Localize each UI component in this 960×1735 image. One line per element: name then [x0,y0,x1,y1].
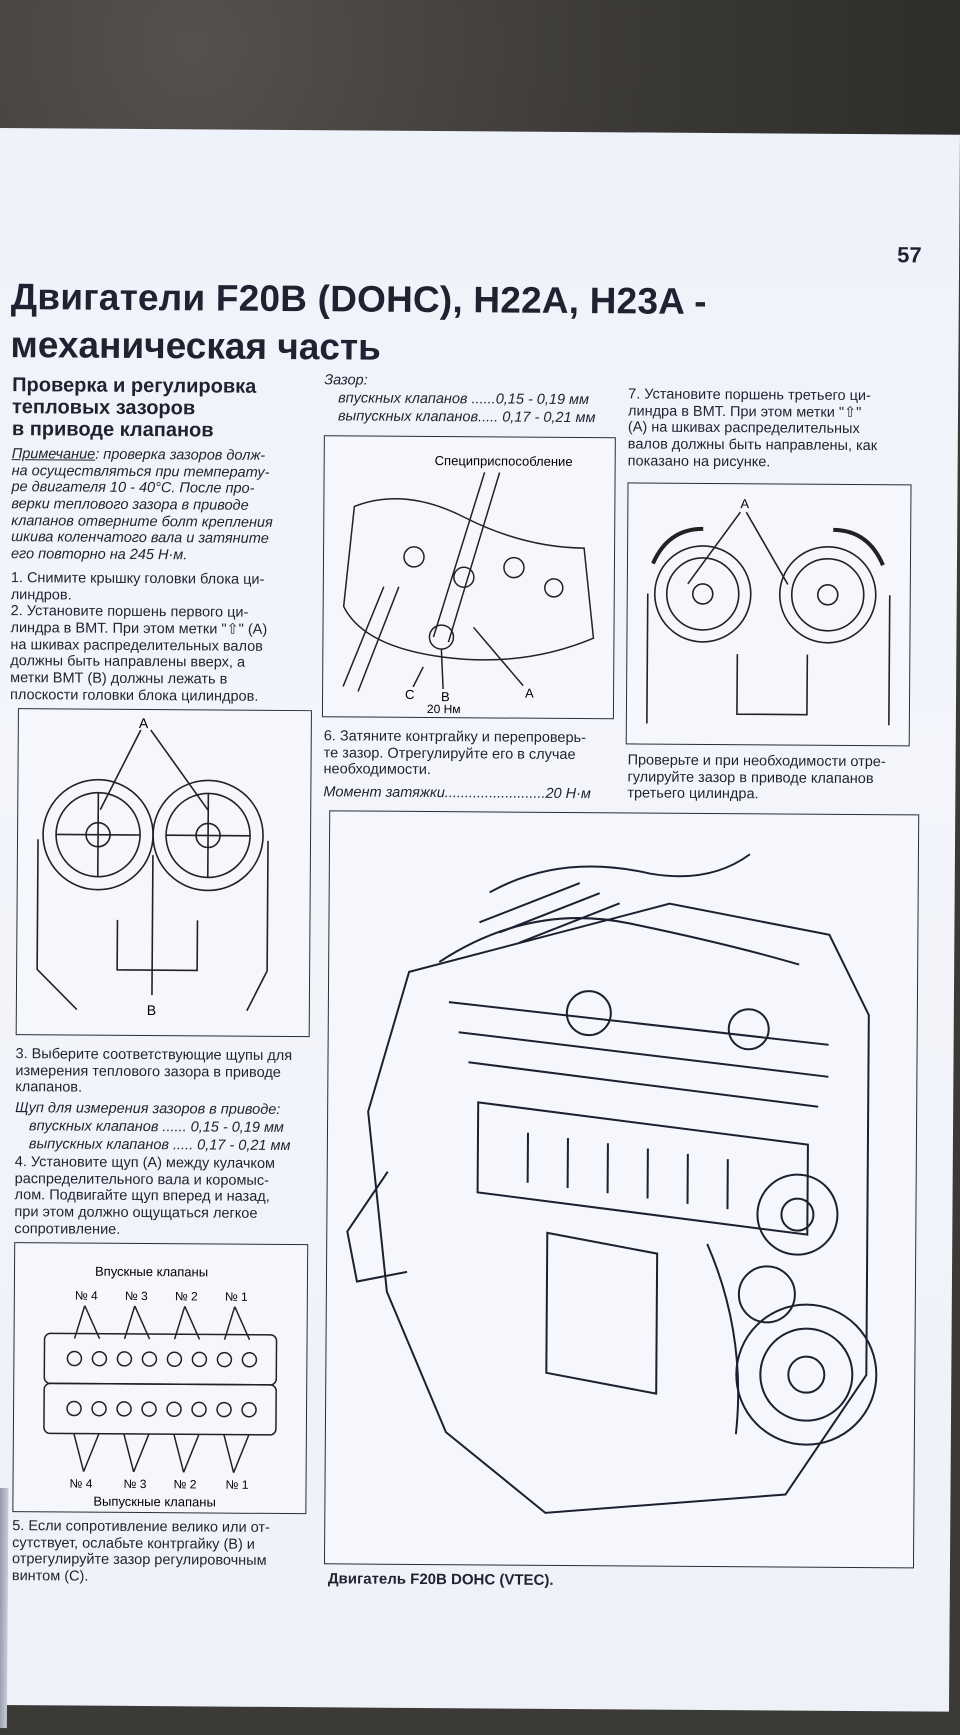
figure-valve-layout: Впускные клапаны № 4 № 3 № 2 № 1 № 4 № 3… [12,1242,309,1515]
intake-valves-label: Впускные клапаны [95,1264,208,1280]
manual-page: 57 Двигатели F20B (DOHC), H22A, H23A - м… [0,128,960,1729]
step-line: должны быть направлены вверх, а [10,653,246,672]
check-line: Проверьте и при необходимости отре- [627,752,886,771]
figure-cam-pulleys-tdc: A B [15,708,312,1038]
tool-label: Специприспособление [435,453,573,469]
step-line: 5. Если сопротивление велико или от- [12,1518,270,1536]
step-line: необходимости. [323,761,431,779]
fig2-label-c: C [405,687,414,702]
step-line: 6. Затяните контргайку и перепроверь- [323,728,587,747]
step-line: клапанов. [15,1079,83,1096]
note-line: на осуществляться при температу- [11,462,270,481]
note-line: : проверка зазоров долж- [95,446,266,464]
cam-pulleys-drawing: A B [36,715,269,1018]
feeler-intake: впускных клапанов ...... 0,15 - 0,19 мм [28,1118,284,1137]
fig3-label-a: A [740,496,749,511]
step-line: лом. Подвигайте щуп вперед и назад, [14,1187,270,1206]
valve-no-3-top: № 3 [125,1289,148,1303]
step-line: валов должны быть направлены, как [627,436,878,455]
clearance-heading: Зазор: [324,372,368,389]
valve-no-4-bottom: № 4 [69,1477,92,1491]
background-asphalt [0,0,960,150]
step-line: отрегулируйте зазор регулировочным [11,1551,267,1570]
step-line: линдра в ВМТ. При этом метки "⇧" (А) [10,620,268,638]
note-line: шкива коленчатого вала и затяните [11,529,269,548]
valve-no-3-bottom: № 3 [123,1477,146,1491]
torque-spec: Момент затяжки.........................2… [323,784,591,803]
valve-layout-drawing: Впускные клапаны № 4 № 3 № 2 № 1 № 4 № 3… [43,1264,278,1510]
check-cylinder-3: Проверьте и при необходимости отре- гули… [627,752,927,804]
step-line: измерения теплового зазора в приводе [15,1062,281,1081]
step-line: те зазор. Отрегулируйте его в случае [323,744,576,763]
fig1-label-b: B [147,1002,156,1018]
feeler-heading: Щуп для измерения зазоров в приводе: [15,1100,281,1118]
step-line: линдров. [10,586,72,604]
check-line: третьего цилиндра. [627,785,759,803]
step-5: 5. Если сопротивление велико или от- сут… [12,1518,304,1587]
step-line: показано на рисунке. [627,453,771,471]
adjustment-tool-drawing: Специприспособление C B A 20 Нм [342,453,595,716]
step-line: винтом (С). [11,1568,89,1585]
step-line: на шкивах распределительных валов [10,636,263,655]
section-heading-2: тепловых зазоров [11,396,196,420]
check-line: гулируйте зазор в приводе клапанов [627,769,874,787]
binder-edge [0,1487,9,1729]
step-line: плоскости головки блока цилиндров. [9,686,259,705]
figure-engine-f20b [323,810,920,1569]
page-title-line1: Двигатели F20B (DOHC), H22A, H23A - [10,276,707,322]
step-line: 1. Снимите крышку головки блока ци- [10,570,265,588]
note-block: Примечание: проверка зазоров долж- на ос… [11,446,312,565]
engine-caption: Двигатель F20B DOHC (VTEC). [327,1570,554,1589]
page-number: 57 [897,242,922,268]
cam-pulleys-cyl3-drawing: A [646,496,891,726]
note-line: верки теплового зазора в приводе [11,496,249,514]
step-3: 3. Выберите соответствующие щупы для изм… [15,1046,307,1098]
step-line: линдра в ВМТ. При этом метки "⇧" [627,403,862,421]
page-title-line2: механическая часть [10,324,381,368]
figure-adjustment-tool: Специприспособление C B A 20 Нм [321,435,616,720]
valve-no-1-bottom: № 1 [225,1478,248,1492]
steps-1-2: 1. Снимите крышку головки блока ци- линд… [10,570,311,705]
clearance-intake: впускных клапанов ......0,15 - 0,19 мм [338,390,590,409]
step-line: распределительного вала и коромыс- [14,1170,270,1189]
step-line: 2. Установите поршень первого ци- [10,603,249,622]
note-line: клапанов отверните болт крепления [11,512,273,531]
section-heading-1: Проверка и регулировка [12,374,257,398]
note-label: Примечание [11,446,96,463]
step-line: сопротивление. [14,1220,121,1238]
engine-drawing [346,853,878,1514]
valve-no-2-top: № 2 [175,1289,198,1303]
step-4: 4. Установите щуп (А) между кулачком рас… [14,1154,307,1239]
step-6: 6. Затяните контргайку и перепроверь- те… [323,728,615,780]
feeler-exhaust: выпускных клапанов ..... 0,17 - 0,21 мм [28,1136,291,1155]
step-line: при этом должно ощущаться легкое [14,1204,258,1222]
step-7: 7. Установите поршень третьего ци- линдр… [628,386,929,471]
exhaust-valves-label: Выпускные клапаны [93,1494,216,1510]
step-line: метки ВМТ (В) должны лежать в [10,670,228,688]
fig2-torque: 20 Нм [427,702,461,716]
section-heading-3: в приводе клапанов [11,418,214,442]
note-line: его повторно на 245 Н·м. [10,546,188,564]
note-line: ре двигателя 10 - 40°С. После про- [11,479,255,498]
fig1-label-a: A [139,715,149,731]
fig2-label-b: B [441,689,450,704]
valve-no-4-top: № 4 [75,1289,98,1303]
step-line: 3. Выберите соответствующие щупы для [15,1046,293,1065]
step-line: (А) на шкивах распределительных [627,419,860,438]
fig2-label-a: A [525,686,534,701]
figure-cam-pulleys-cyl3: A [625,482,912,747]
step-line: сутствует, ослабьте контргайку (В) и [12,1534,255,1553]
step-line: 4. Установите щуп (А) между кулачком [14,1154,276,1172]
clearance-exhaust: выпускных клапанов..... 0,17 - 0,21 мм [337,408,596,427]
valve-no-1-top: № 1 [225,1290,248,1304]
step-line: 7. Установите поршень третьего ци- [628,386,871,405]
valve-no-2-bottom: № 2 [173,1477,196,1491]
